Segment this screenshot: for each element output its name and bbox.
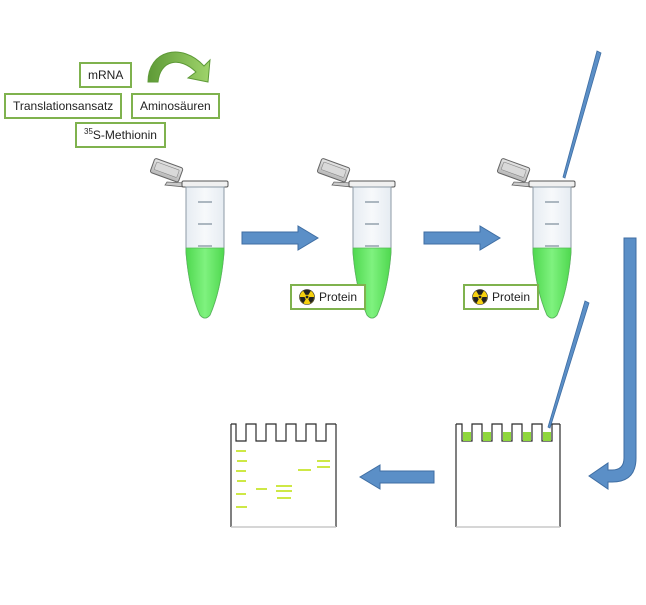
label-translation-mix: Translationsansatz (4, 93, 123, 119)
curved-arrow-icon (147, 51, 211, 83)
label-methionine-text: 35S-Methionin (84, 126, 157, 144)
label-amino-acids: Aminosäuren (131, 93, 220, 119)
label-protein-1: Protein (290, 284, 367, 310)
label-protein-2: Protein (463, 284, 540, 310)
label-protein-2-text: Protein (492, 290, 531, 304)
tube-icon (149, 157, 229, 319)
process-arrow-2 (423, 225, 501, 251)
label-mrna-text: mRNA (88, 68, 124, 82)
process-arrow-4 (359, 464, 435, 490)
radiation-icon (472, 289, 488, 305)
process-arrow-1 (241, 225, 319, 251)
pipette-icon (547, 300, 590, 429)
isotope-superscript: 35 (84, 127, 93, 136)
process-arrow-3 (588, 237, 637, 490)
label-methionine: 35S-Methionin (75, 122, 166, 148)
label-translation-mix-text: Translationsansatz (13, 99, 114, 113)
gel-icon (455, 423, 561, 528)
radiation-icon (299, 289, 315, 305)
pipette-icon (562, 50, 602, 179)
label-mrna: mRNA (79, 62, 133, 88)
label-amino-acids-text: Aminosäuren (140, 99, 211, 113)
gel-icon (230, 423, 337, 528)
methionine-name: S-Methionin (92, 128, 157, 142)
label-protein-1-text: Protein (319, 290, 358, 304)
